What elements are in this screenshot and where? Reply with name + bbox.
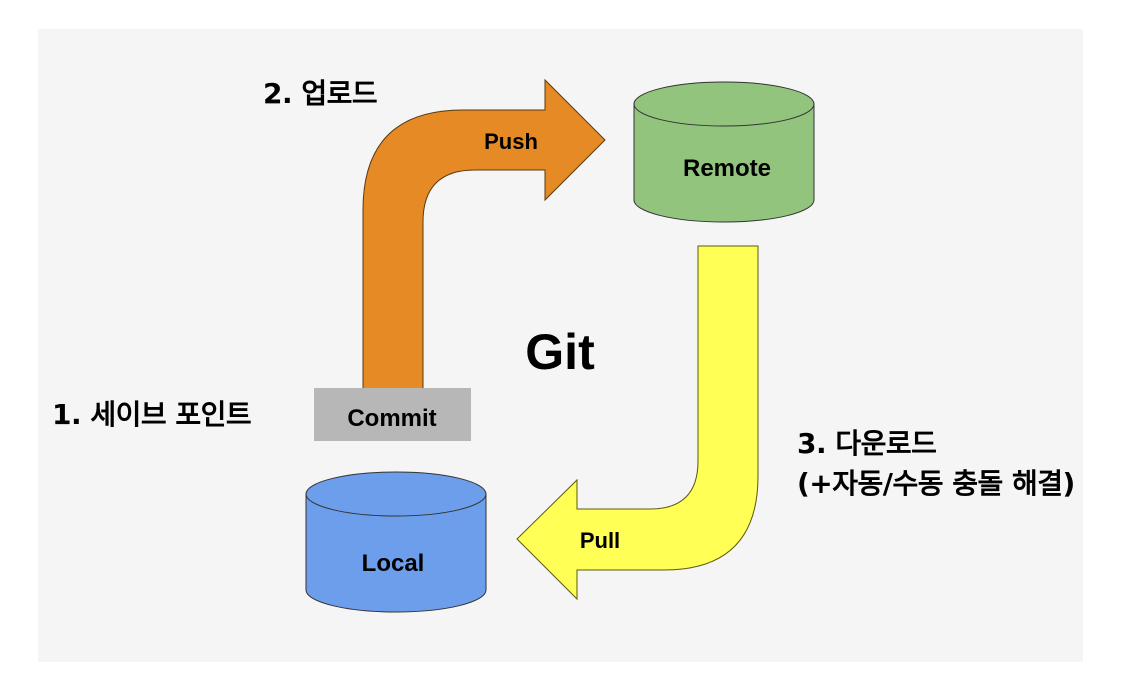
commit-box: Commit — [314, 388, 471, 441]
push-label: Push — [484, 129, 538, 154]
diagram-title: Git — [525, 324, 595, 380]
pull-label: Pull — [580, 528, 620, 553]
step1-savepoint-label: 1. 세이브 포인트 — [52, 398, 252, 431]
commit-label: Commit — [347, 405, 436, 432]
step3-download-label: 3. 다운로드 — [797, 427, 937, 460]
push-arrow — [362, 78, 606, 393]
local-repository: Local — [305, 471, 487, 613]
remote-repository: Remote — [633, 81, 815, 223]
pull-arrow — [516, 245, 759, 601]
step2-upload-label: 2. 업로드 — [263, 77, 378, 110]
remote-label: Remote — [683, 155, 771, 182]
local-label: Local — [362, 550, 425, 577]
step3-conflict-label: (+자동/수동 충돌 해결) — [797, 467, 1075, 500]
